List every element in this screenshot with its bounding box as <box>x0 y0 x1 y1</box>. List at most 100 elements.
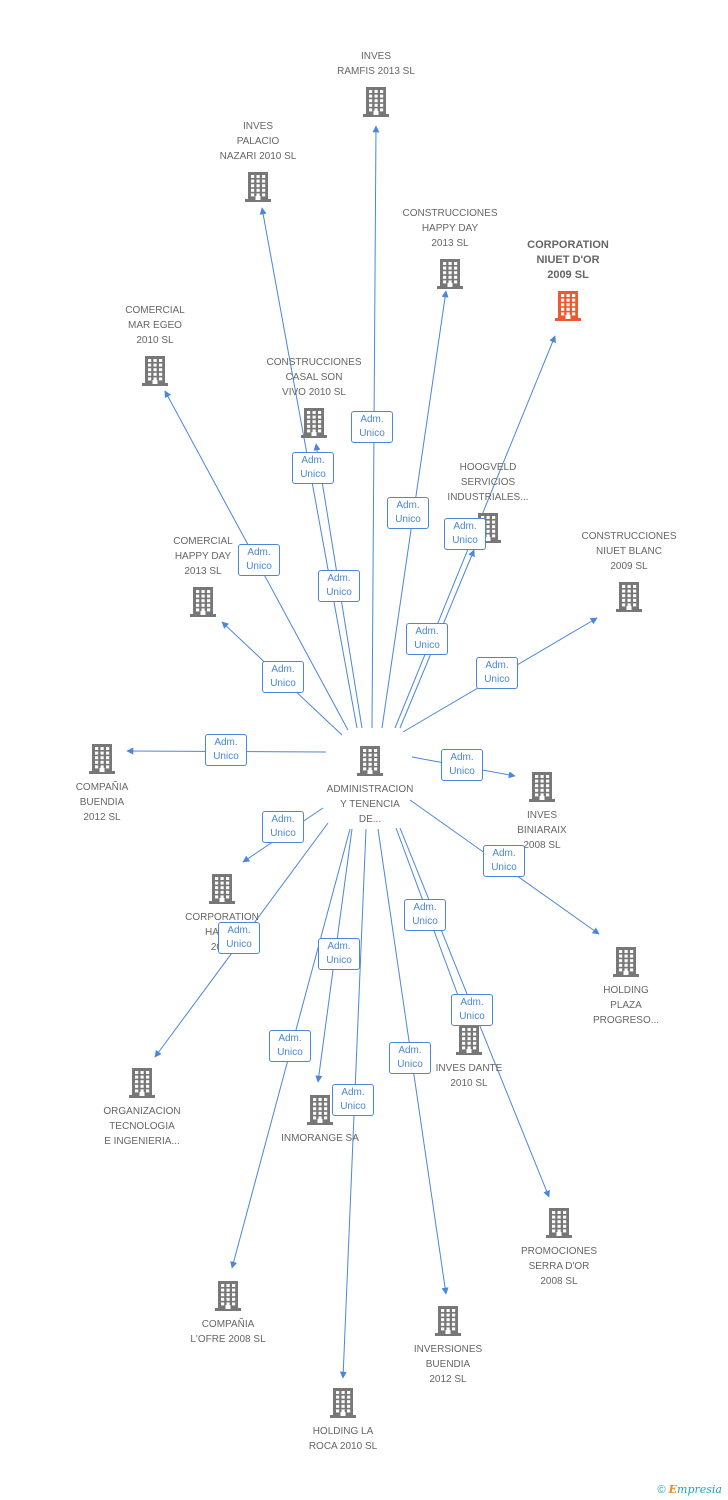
role-label: Adm. <box>360 414 384 425</box>
role-type: Unico <box>300 469 326 480</box>
role-badge[interactable]: Adm. Unico <box>262 811 304 843</box>
role-label: Adm. <box>271 814 295 825</box>
role-label: Adm. <box>398 1045 422 1056</box>
building-icon <box>456 1025 482 1055</box>
building-icon <box>209 874 235 904</box>
building-icon <box>613 947 639 977</box>
role-label: Adm. <box>227 925 251 936</box>
role-label: Adm. <box>301 455 325 466</box>
building-icon <box>190 587 216 617</box>
role-badge[interactable]: Adm. Unico <box>389 1042 431 1074</box>
role-label: Adm. <box>413 902 437 913</box>
role-badge[interactable]: Adm. Unico <box>205 734 247 766</box>
building-icon <box>142 356 168 386</box>
building-icon <box>437 259 463 289</box>
company-label[interactable]: COMPAÑIA L'OFRE 2008 SL <box>190 1319 266 1345</box>
empresia-logo: Empresia <box>668 1483 722 1496</box>
role-label: Adm. <box>453 521 477 532</box>
role-label: Adm. <box>271 664 295 675</box>
role-badge[interactable]: Adm. Unico <box>451 994 493 1026</box>
role-label: Adm. <box>327 941 351 952</box>
role-badge[interactable]: Adm. Unico <box>269 1030 311 1062</box>
role-badge[interactable]: Adm. Unico <box>351 411 393 443</box>
role-badge[interactable]: Adm. Unico <box>387 497 429 529</box>
role-label: Adm. <box>396 500 420 511</box>
company-label[interactable]: CONSTRUCCIONES HAPPY DAY 2013 SL <box>402 208 498 249</box>
building-icon <box>330 1388 356 1418</box>
company-label[interactable]: INVES DANTE 2010 SL <box>435 1063 503 1089</box>
role-type: Unico <box>326 587 352 598</box>
company-label[interactable]: COMERCIAL MAR EGEO 2010 SL <box>125 305 185 346</box>
copyright-symbol: © <box>657 1484 666 1496</box>
building-icon <box>357 746 383 776</box>
role-label: Adm. <box>415 626 439 637</box>
role-type: Unico <box>270 678 296 689</box>
company-label[interactable]: COMERCIAL HAPPY DAY 2013 SL <box>173 536 233 577</box>
building-icon <box>529 772 555 802</box>
building-icon <box>307 1095 333 1125</box>
role-badge[interactable]: Adm. Unico <box>404 899 446 931</box>
company-label[interactable]: ORGANIZACION TECNOLOGIA E INGENIERIA... <box>103 1106 181 1147</box>
company-label[interactable]: COMPAÑIA BUENDIA 2012 SL <box>75 782 129 823</box>
role-badge[interactable]: Adm. Unico <box>318 938 360 970</box>
role-label: Adm. <box>450 752 474 763</box>
company-label[interactable]: HOLDING PLAZA PROGRESO... <box>592 985 660 1026</box>
footer-credit[interactable]: © Empresia <box>657 1483 722 1496</box>
role-badge[interactable]: Adm.Unico <box>483 845 525 877</box>
company-label[interactable]: INMORANGE SA <box>281 1133 359 1144</box>
role-type: Unico <box>395 514 421 525</box>
role-label: Adm. <box>247 547 271 558</box>
role-label: Adm. <box>278 1033 302 1044</box>
role-type: Unico <box>491 862 517 873</box>
role-label: Adm. <box>327 573 351 584</box>
role-label: Adm. <box>214 737 238 748</box>
role-type: Unico <box>359 428 385 439</box>
building-icon <box>546 1208 572 1238</box>
company-label[interactable]: PROMOCIONES SERRA D'OR 2008 SL <box>520 1246 598 1287</box>
company-label[interactable]: CORPORATION NIUET D'OR 2009 SL <box>527 239 609 281</box>
role-label: Adm. <box>460 997 484 1008</box>
role-type: Unico <box>326 955 352 966</box>
role-type: Unico <box>246 561 272 572</box>
role-badge[interactable]: Adm. Unico <box>476 657 518 689</box>
role-type: Unico <box>270 828 296 839</box>
building-icon <box>245 172 271 202</box>
role-type: Unico <box>226 939 252 950</box>
role-type: Unico <box>213 751 239 762</box>
building-icon <box>616 582 642 612</box>
building-icon <box>301 408 327 438</box>
company-label[interactable]: HOOGVELD SERVICIOS INDUSTRIALES... <box>447 462 529 503</box>
role-label: Adm. <box>485 660 509 671</box>
building-icon <box>363 87 389 117</box>
company-label[interactable]: INVERSIONES BUENDIA 2012 SL <box>413 1344 483 1385</box>
company-label[interactable]: INVES RAMFIS 2013 SL <box>337 51 415 77</box>
role-badge[interactable]: Adm. Unico <box>406 623 448 655</box>
company-label[interactable]: ADMINISTRACION Y TENENCIA DE... <box>326 784 414 825</box>
role-type: Unico <box>340 1101 366 1112</box>
role-badge[interactable]: Adm.Unico <box>444 518 486 550</box>
role-type: Unico <box>412 916 438 927</box>
role-type: Unico <box>414 640 440 651</box>
role-type: Unico <box>484 674 510 685</box>
building-icon <box>555 291 581 321</box>
role-badge[interactable]: Adm. Unico <box>318 570 360 602</box>
company-label[interactable]: INVES PALACIO NAZARI 2010 SL <box>219 121 297 162</box>
role-badge[interactable]: Adm. Unico <box>262 661 304 693</box>
company-label[interactable]: INVES BINIARAIX 2008 SL <box>517 810 567 851</box>
role-badge[interactable]: Adm. Unico <box>332 1084 374 1116</box>
role-type: Unico <box>277 1047 303 1058</box>
building-icon <box>215 1281 241 1311</box>
role-type: Unico <box>449 766 475 777</box>
role-type: Unico <box>397 1059 423 1070</box>
role-type: Unico <box>459 1011 485 1022</box>
role-badge[interactable]: Adm. Unico <box>441 749 483 781</box>
building-icon <box>435 1306 461 1336</box>
role-badge[interactable]: Adm. Unico <box>218 922 260 954</box>
company-label[interactable]: CONSTRUCCIONES CASAL SON VIVO 2010 SL <box>266 357 362 398</box>
company-label[interactable]: HOLDING LA ROCA 2010 SL <box>308 1426 378 1452</box>
role-label: Adm. <box>341 1087 365 1098</box>
company-label[interactable]: CONSTRUCCIONES NIUET BLANC 2009 SL <box>581 531 677 572</box>
role-badge[interactable]: Adm. Unico <box>292 452 334 484</box>
role-badge[interactable]: Adm. Unico <box>238 544 280 576</box>
